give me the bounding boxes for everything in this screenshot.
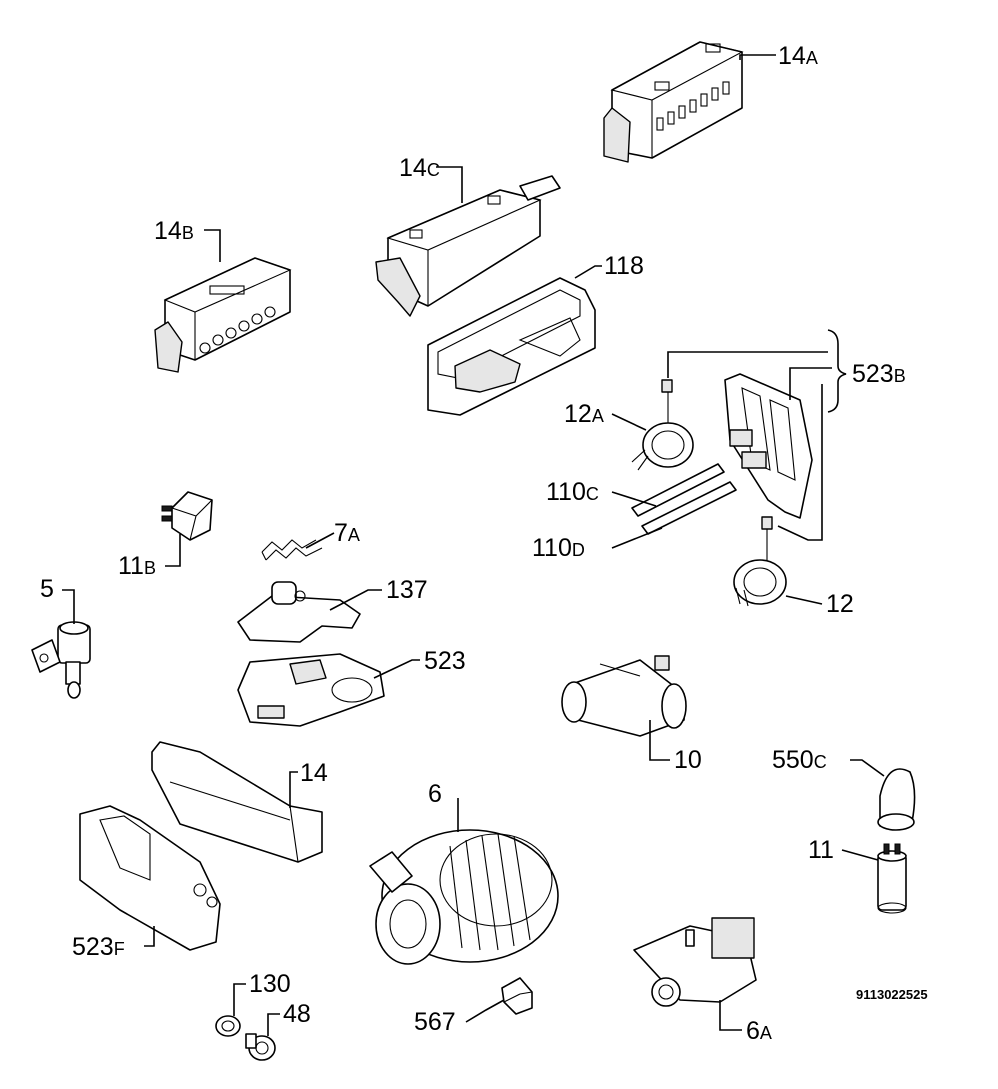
label-130: 130	[249, 970, 291, 998]
part-523-housing	[237, 653, 385, 727]
label-523b: 523B	[852, 360, 906, 388]
part-523b-bracket	[724, 373, 813, 519]
brace-523b	[827, 329, 847, 413]
part-14b-control-module	[154, 257, 292, 373]
leader-12a	[611, 413, 647, 431]
leader-550c	[850, 759, 885, 777]
label-12a: 12A	[564, 400, 604, 428]
part-550c-cap	[877, 768, 916, 831]
leader-110c	[611, 491, 657, 507]
label-550c: 550C	[772, 746, 827, 774]
label-6a: 6A	[746, 1017, 772, 1045]
label-11: 11	[808, 836, 834, 864]
label-110c: 110C	[546, 478, 599, 506]
label-6: 6	[428, 780, 442, 808]
label-567: 567	[414, 1008, 456, 1036]
label-523: 523	[424, 647, 466, 675]
part-567-clip	[501, 977, 533, 1015]
leader-14a	[739, 54, 776, 60]
leader-14	[289, 771, 298, 808]
label-10: 10	[674, 746, 702, 774]
part-7a-clip	[261, 539, 323, 561]
part-137-cover	[237, 581, 361, 643]
part-6a-pump	[633, 917, 757, 1007]
leader-14b	[204, 229, 221, 262]
leader-523f	[144, 926, 155, 947]
leader-11b	[165, 534, 181, 567]
leader-523b-mid	[789, 367, 832, 400]
part-48-plug	[245, 1033, 276, 1061]
label-110d: 110D	[532, 534, 585, 562]
part-14-panel	[151, 741, 323, 863]
label-11b: 11B	[118, 552, 156, 580]
label-7a: 7A	[334, 519, 360, 547]
label-12: 12	[826, 590, 854, 618]
label-14: 14	[300, 759, 328, 787]
leader-lines	[62, 54, 885, 1036]
part-14c-relay-module	[375, 175, 561, 317]
leader-523b-low	[777, 384, 823, 541]
leader-12	[785, 595, 823, 605]
part-10-heater	[561, 655, 687, 737]
part-11-capacitor	[877, 843, 907, 914]
leader-118	[574, 265, 602, 279]
leader-6a	[719, 1000, 742, 1031]
part-labels: 14A 14C 14B 118 523B 12A 110C 110D 12 11…	[40, 42, 906, 1045]
label-523f: 523F	[72, 933, 125, 961]
part-110-hoses	[631, 463, 737, 535]
leader-110d	[611, 527, 663, 549]
label-118: 118	[604, 252, 644, 280]
part-130-ring	[215, 1015, 241, 1037]
leader-567	[465, 999, 505, 1023]
label-14b: 14B	[154, 217, 194, 245]
leader-48	[267, 1013, 280, 1036]
part-14a-control-module	[603, 41, 744, 163]
leader-137	[329, 589, 382, 611]
label-14c: 14C	[399, 154, 440, 182]
leader-11	[841, 849, 879, 861]
label-137: 137	[386, 576, 428, 604]
leader-523b-top	[667, 351, 828, 378]
label-14a: 14A	[778, 42, 818, 70]
leader-130	[233, 983, 246, 1016]
part-6-motor	[369, 829, 559, 965]
part-11b-relay	[161, 491, 213, 541]
leader-10	[649, 720, 670, 761]
reference-number: 9113022525	[856, 987, 928, 1002]
part-12a-pressure-switch	[631, 379, 694, 471]
leader-523	[373, 659, 420, 679]
part-523f-bracket	[79, 805, 221, 951]
part-5-valve	[31, 621, 91, 699]
leader-14c	[436, 166, 463, 203]
leader-7a	[305, 532, 335, 549]
label-48: 48	[283, 1000, 311, 1028]
leader-5	[62, 589, 75, 624]
label-5: 5	[40, 575, 54, 603]
part-12-pressure-switch	[733, 516, 787, 607]
part-118-housing	[427, 277, 596, 416]
